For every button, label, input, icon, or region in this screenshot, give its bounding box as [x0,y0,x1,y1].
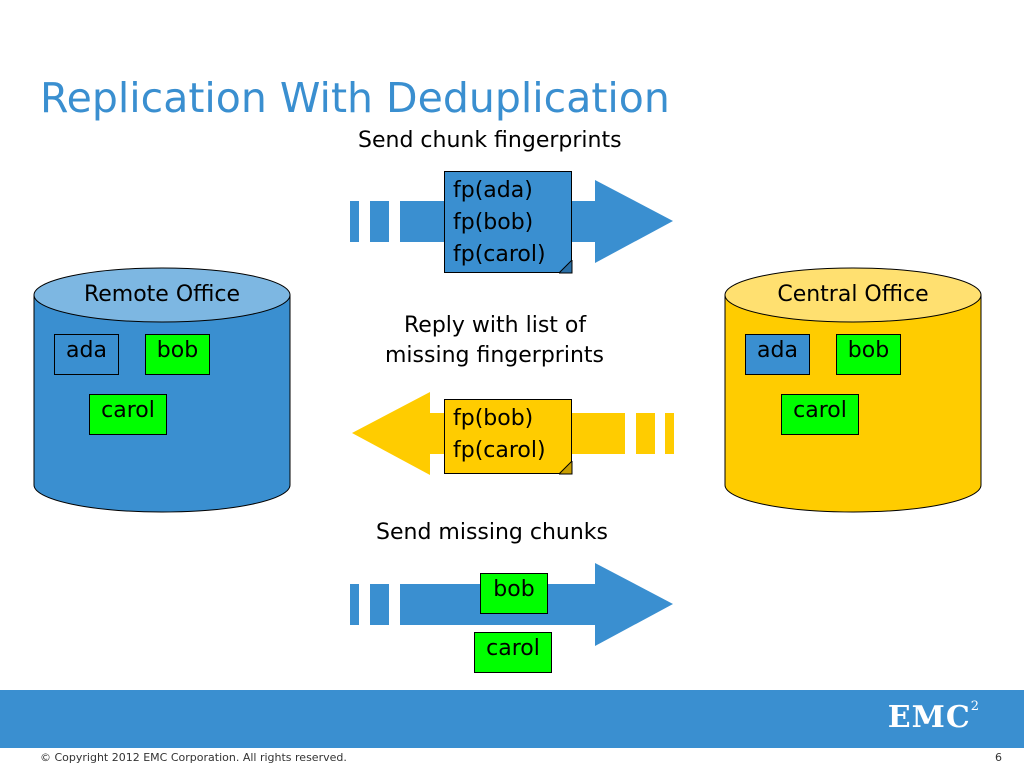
remote-chunk-bob: bob [145,334,210,375]
fingerprints-missing-note: fp(bob) fp(carol) [444,399,572,474]
caption-send-fingerprints: Send chunk fingerprints [358,128,622,153]
central-chunk-bob: bob [836,334,901,375]
caption-reply-line1: Reply with list of [404,313,587,338]
page-number: 6 [995,751,1002,764]
remote-office-label: Remote Office [83,282,241,307]
caption-reply-line2: missing fingerprints [385,343,604,368]
logo-text: EMC [887,700,971,735]
central-chunk-ada: ada [745,334,810,375]
slide-title: Replication With Deduplication [40,74,670,122]
sent-chunk-carol: carol [474,632,552,673]
caption-send-missing: Send missing chunks [376,520,609,545]
emc-logo: EMC2 [887,699,980,735]
remote-chunk-ada: ada [54,334,119,375]
fingerprint-item: fp(bob) [453,406,534,431]
fingerprint-item: fp(carol) [453,241,546,267]
fingerprint-item: fp(carol) [453,437,546,463]
central-chunk-carol: carol [781,394,859,435]
note-fold-icon [559,461,573,475]
central-office-label: Central Office [777,282,929,307]
sent-chunk-bob: bob [480,573,548,614]
fingerprint-item: fp(ada) [453,178,533,203]
logo-superscript: 2 [970,699,980,714]
note-fold-icon [559,260,573,274]
fingerprints-sent-note: fp(ada) fp(bob) fp(carol) [444,171,572,273]
footer-bar [0,690,1024,748]
copyright-text: © Copyright 2012 EMC Corporation. All ri… [40,751,347,764]
remote-chunk-carol: carol [89,394,167,435]
fingerprint-item: fp(bob) [453,209,534,235]
